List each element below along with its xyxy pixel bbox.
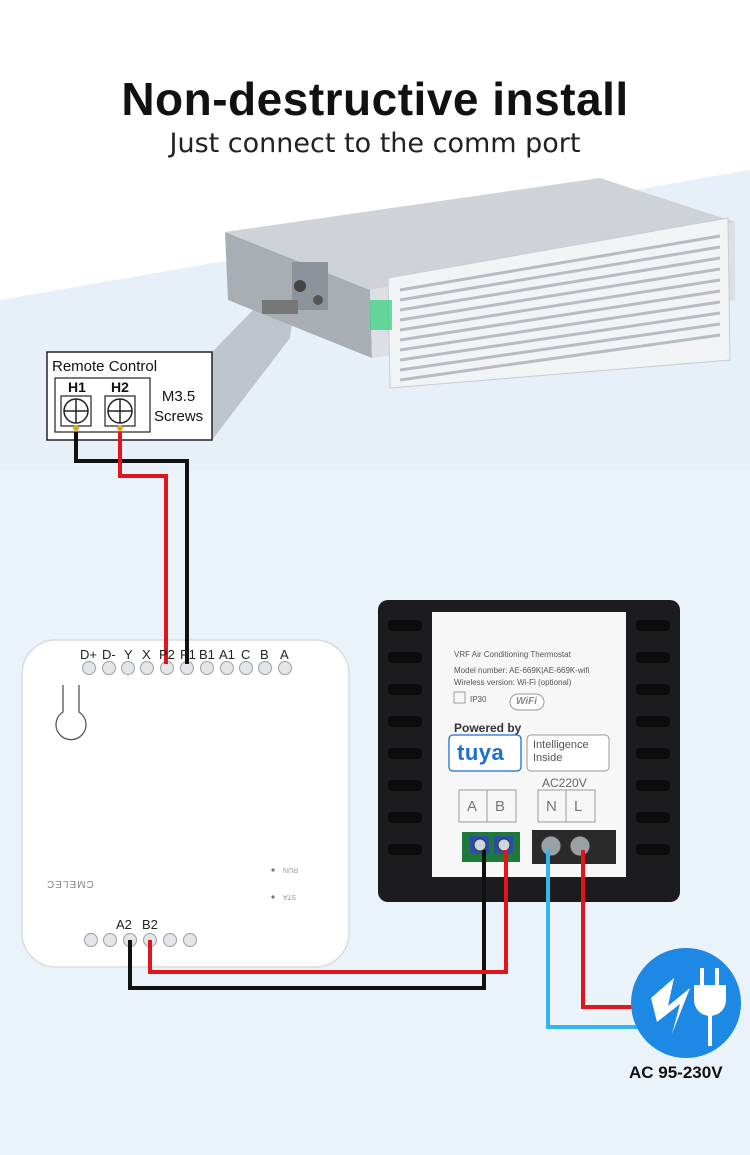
terminal-label-h1: H1 <box>68 379 86 395</box>
wire-black-a2-a <box>128 850 486 990</box>
power-plug-icon <box>631 948 741 1058</box>
gw-terminal-a1: A1 <box>219 647 235 662</box>
led-sta-label: STA <box>283 893 297 900</box>
screw-spec-line2: Screws <box>154 408 204 425</box>
gw-terminal-b: B <box>260 647 269 662</box>
gateway-top-screws <box>82 661 292 675</box>
gw-terminal-y: Y <box>124 647 133 662</box>
led-run-label: RUN <box>283 866 299 873</box>
intelligence-badge <box>526 734 610 772</box>
page-subtitle: Just connect to the comm port <box>169 128 581 159</box>
wires <box>74 432 640 1029</box>
gw-terminal-b1: B1 <box>199 647 215 662</box>
screw-spec: M3.5 Screws <box>154 387 203 427</box>
gw-terminal-b2: B2 <box>142 917 158 932</box>
wire-red-l <box>581 850 640 1009</box>
thermostat-vents <box>388 620 670 855</box>
thermostat-wireless: Wireless version: Wi-Fi (optional) <box>454 678 572 687</box>
gw-terminal-dminus: D- <box>102 647 116 662</box>
thermostat-powered-by: Powered by <box>454 721 522 735</box>
gw-terminal-x: X <box>142 647 151 662</box>
led-run <box>271 868 275 872</box>
thermostat-ip: IP30 <box>470 695 487 704</box>
gateway-bottom-screws <box>84 933 197 947</box>
wire-black-h1-p1 <box>74 432 189 664</box>
tuya-logo-frame <box>448 734 522 772</box>
screw-h1 <box>60 395 92 427</box>
gw-terminal-p1: P1 <box>180 647 196 662</box>
tuya-logo: tuya <box>457 740 505 765</box>
intelligence-line2: Inside <box>533 752 563 764</box>
ip-icon <box>453 691 466 704</box>
thermostat-power-label: AC220V <box>542 776 587 790</box>
gw-terminal-a: A <box>280 647 289 662</box>
screw-h2 <box>104 395 136 427</box>
thermostat-terminal-n: N <box>546 798 557 815</box>
gateway-brand: CMELEC <box>46 878 94 889</box>
remote-control-title: Remote Control <box>52 358 158 375</box>
screw-spec-line1: M3.5 <box>161 388 196 405</box>
gateway-module <box>21 639 350 968</box>
indoor-ac-unit <box>225 178 735 389</box>
wire-blue-n <box>546 850 640 1029</box>
thermostat-model: Model number: AE-669K|AE-669K-wifi <box>454 666 590 675</box>
thermostat-product: VRF Air Conditioning Thermostat <box>454 650 571 659</box>
thermostat-terminal-l: L <box>574 798 583 815</box>
thermostat-terminal-b: B <box>495 798 506 815</box>
gw-terminal-c: C <box>241 647 251 662</box>
intelligence-text: Intelligence Inside <box>533 739 589 765</box>
intelligence-line1: Intelligence <box>533 739 589 751</box>
wifi-badge-frame <box>509 693 545 711</box>
wire-red-b2-b <box>148 850 508 974</box>
gw-terminal-a2: A2 <box>116 917 132 932</box>
terminal-label-h2: H2 <box>111 379 129 395</box>
wire-red-h2-p2 <box>118 432 168 664</box>
thermostat-terminal-a: A <box>467 798 478 815</box>
page-title: Non-destructive install <box>121 73 629 125</box>
gw-terminal-dplus: D+ <box>80 647 97 662</box>
gw-terminal-p2: P2 <box>159 647 175 662</box>
led-sta <box>271 895 275 899</box>
power-supply-label: AC 95-230V <box>629 1063 723 1082</box>
gateway-button-icon <box>55 685 87 741</box>
thermostat-wifi: WiFi <box>516 696 538 707</box>
